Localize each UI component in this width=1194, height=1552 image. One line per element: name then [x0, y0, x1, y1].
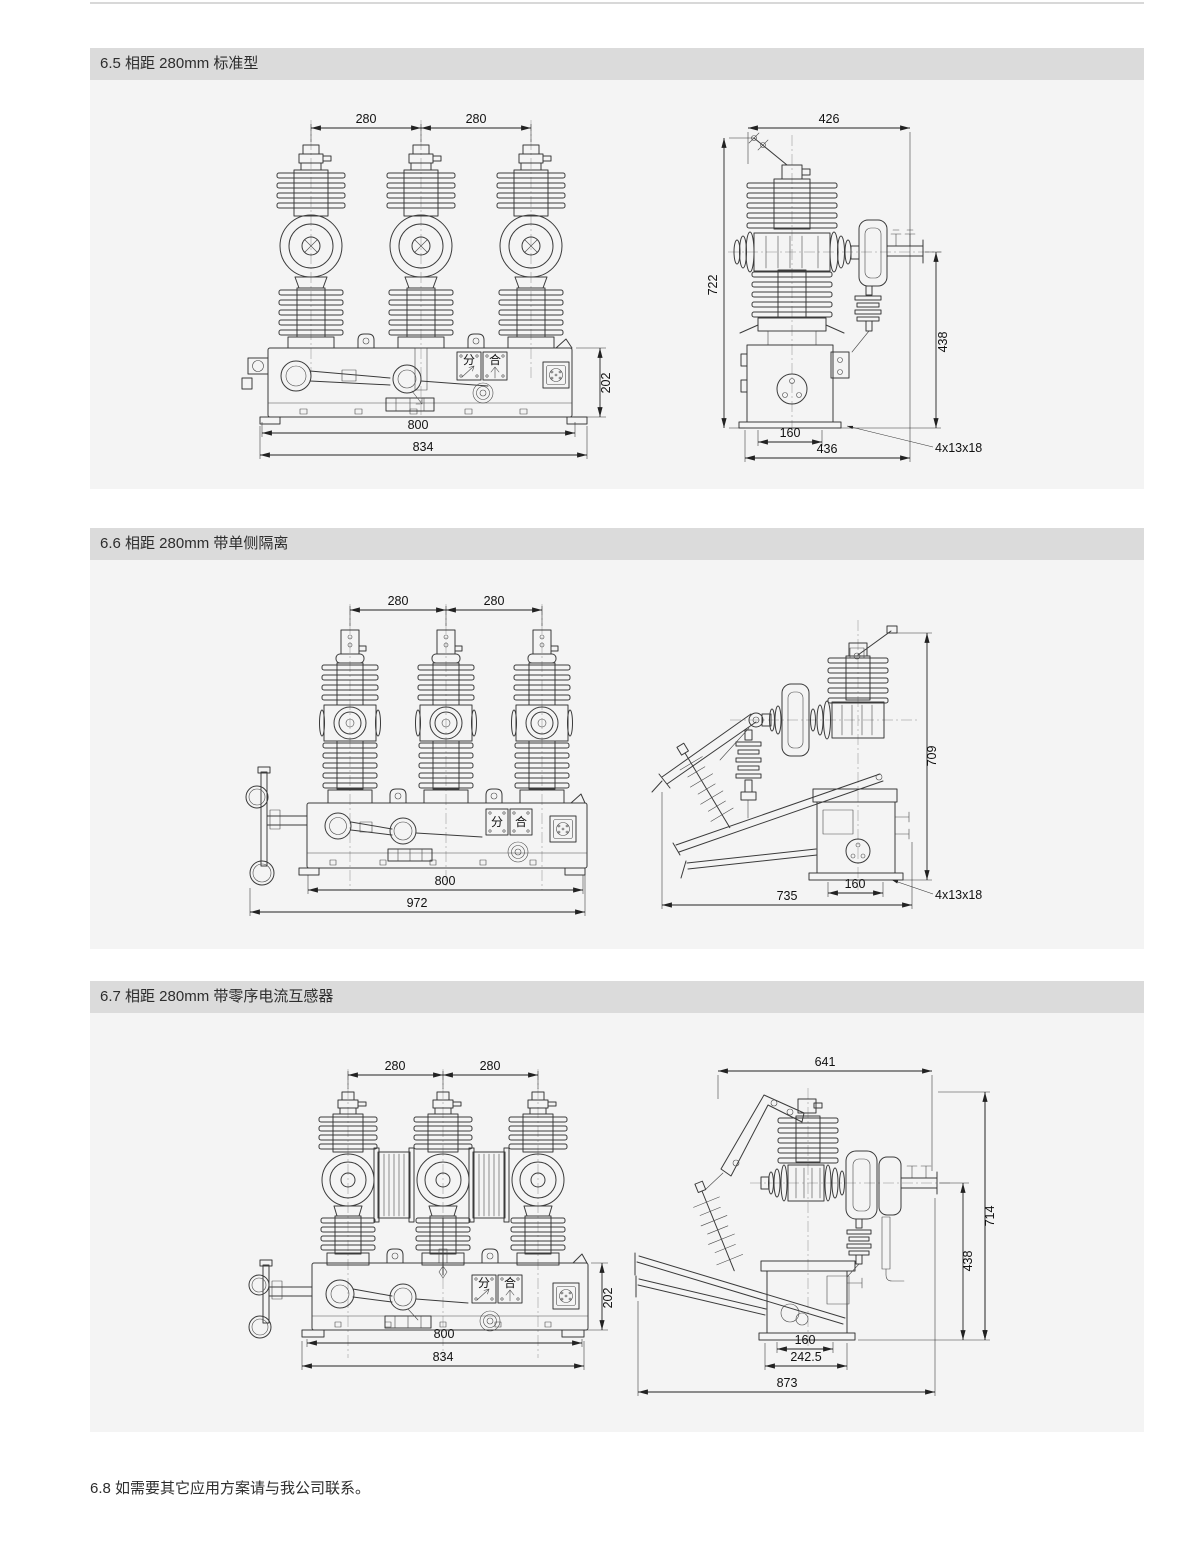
dim-label: 202: [599, 373, 613, 394]
note-6-8: 6.8 如需要其它应用方案请与我公司联系。: [90, 1480, 371, 1497]
page-top-rule: [90, 2, 1144, 4]
zero-sequence-ct: [373, 1147, 510, 1223]
dim-label: 735: [777, 889, 798, 903]
section-6-7: 6.7 相距 280mm 带零序电流互感器: [90, 981, 1144, 1432]
section-6-5: 6.5 相距 280mm 标准型: [90, 48, 1144, 489]
mech-open-label: 分: [463, 353, 475, 367]
dim-label: 834: [413, 440, 434, 454]
dim-label: 160: [795, 1333, 816, 1347]
dim-label: 714: [983, 1206, 997, 1227]
dim-label: 280: [480, 1059, 501, 1073]
dim-label: 280: [356, 112, 377, 126]
mech-close-label: 合: [515, 814, 527, 829]
drawing-6-7: 分 合 280 280 202 800 834: [248, 1055, 997, 1396]
drawing-6-5-front-view: 分 合 280 280 202 800 834: [241, 112, 613, 459]
dim-label: 280: [466, 112, 487, 126]
mechanism-front-6-6: [324, 808, 577, 863]
drawing-6-5-side-view: 426 722 438 160 436 4x13x18: [706, 112, 982, 462]
dim-label: 242.5: [790, 1350, 821, 1364]
drawing-6-7-front-view: 分 合 280 280 202 800 834: [248, 1059, 615, 1370]
section-6-7-heading: 6.7 相距 280mm 带零序电流互感器: [90, 981, 1144, 1013]
mech-close-label: 合: [489, 352, 501, 367]
dim-label: 722: [706, 275, 720, 296]
mech-open-label: 分: [491, 815, 503, 829]
section-6-5-body: 分 合 280 280 202 800 834: [90, 80, 1144, 489]
dim-label: 280: [385, 1059, 406, 1073]
dim-label: 4x13x18: [935, 888, 982, 902]
mechanism-front-6-5: [280, 351, 570, 412]
mech-open-label: 分: [478, 1276, 490, 1290]
dim-label: 202: [601, 1288, 615, 1309]
dim-label: 800: [435, 874, 456, 888]
dimensions-side-6-7: 641 714 438 160 242.5 873: [637, 1055, 997, 1396]
dim-label: 436: [817, 442, 838, 456]
dimensions-front-6-7: 280 280 202 800 834: [301, 1059, 615, 1370]
dim-label: 438: [936, 332, 950, 353]
dim-label: 160: [845, 877, 866, 891]
dim-label: 641: [815, 1055, 836, 1069]
dim-label: 709: [925, 746, 939, 767]
dim-label: 280: [484, 594, 505, 608]
section-6-6-body: 分 合 280 280 800 972: [90, 560, 1144, 949]
dimensions-front-6-5: 280 280 202 800 834: [259, 112, 613, 459]
drawing-6-5: 分 合 280 280 202 800 834: [241, 112, 982, 462]
mech-close-label: 合: [504, 1275, 516, 1290]
section-6-6-heading: 6.6 相距 280mm 带单侧隔离: [90, 528, 1144, 560]
dimensions-front-6-6: 280 280 800 972: [249, 594, 586, 916]
section-6-5-heading: 6.5 相距 280mm 标准型: [90, 48, 1144, 80]
dim-label: 426: [819, 112, 840, 126]
drawing-6-6: 分 合 280 280 800 972: [245, 594, 982, 916]
dim-label: 438: [961, 1251, 975, 1272]
dim-label: 280: [388, 594, 409, 608]
dim-label: 834: [433, 1350, 454, 1364]
dim-label: 972: [407, 896, 428, 910]
dim-label: 800: [408, 418, 429, 432]
dim-label: 160: [780, 426, 801, 440]
dimensions-side-6-5: 426 722 438 160 436 4x13x18: [706, 112, 982, 462]
drawing-6-6-side-view: 709 160 735 4x13x18: [651, 620, 982, 909]
dim-label: 4x13x18: [935, 441, 982, 455]
section-6-6: 6.6 相距 280mm 带单侧隔离: [90, 528, 1144, 949]
section-6-7-body: 分 合 280 280 202 800 834: [90, 1013, 1144, 1432]
drawing-6-7-side-view: 641 714 438 160 242.5 873: [634, 1055, 997, 1396]
mechanism-front-6-7: [325, 1274, 580, 1332]
dimensions-side-6-6: 709 160 735 4x13x18: [661, 632, 982, 909]
dim-label: 800: [434, 1327, 455, 1341]
dim-label: 873: [777, 1376, 798, 1390]
drawing-6-6-front-view: 分 合 280 280 800 972: [245, 594, 588, 916]
